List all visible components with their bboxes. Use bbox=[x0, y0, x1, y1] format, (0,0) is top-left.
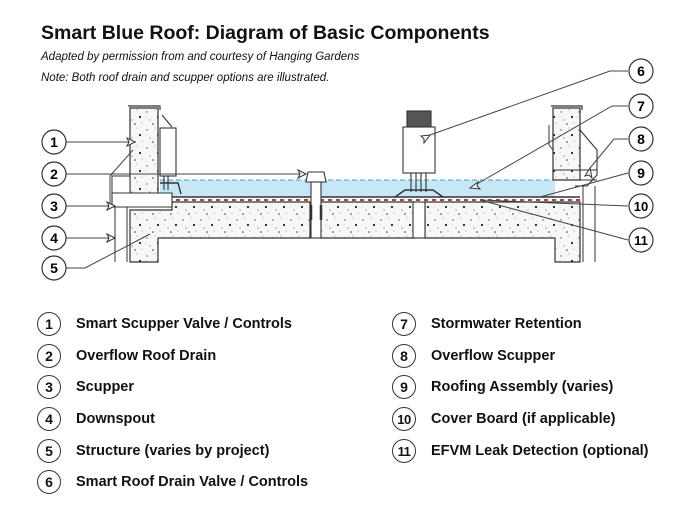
callout-11: 11 bbox=[628, 227, 654, 253]
leader-lines bbox=[66, 70, 629, 269]
svg-text:7: 7 bbox=[637, 98, 645, 114]
page-title: Smart Blue Roof: Diagram of Basic Compon… bbox=[41, 22, 490, 44]
callout-5: 5 bbox=[41, 255, 67, 281]
downspout-right bbox=[582, 186, 596, 262]
legend-label: Overflow Scupper bbox=[431, 348, 556, 364]
legend-badge: 8 bbox=[392, 344, 416, 368]
roof-section-diagram: 1 2 3 4 5 6 7 8 9 10 11 bbox=[41, 58, 654, 281]
callout-10: 10 bbox=[628, 193, 654, 219]
callout-8: 8 bbox=[628, 126, 654, 152]
legend-badge: 6 bbox=[37, 470, 61, 494]
legend-item: 8 Overflow Scupper bbox=[392, 344, 555, 368]
legend-label: Stormwater Retention bbox=[431, 316, 582, 332]
legend-item: 4 Downspout bbox=[37, 407, 155, 431]
legend-label: Structure (varies by project) bbox=[76, 443, 270, 459]
callout-3: 3 bbox=[41, 193, 67, 219]
legend-label: Smart Scupper Valve / Controls bbox=[76, 316, 292, 332]
legend-item: 6 Smart Roof Drain Valve / Controls bbox=[37, 470, 308, 494]
legend-badge: 4 bbox=[37, 407, 61, 431]
legend-item: 5 Structure (varies by project) bbox=[37, 439, 269, 463]
legend-item: 11 EFVM Leak Detection (optional) bbox=[392, 439, 649, 463]
legend-label: Overflow Roof Drain bbox=[76, 348, 217, 364]
arrowheads bbox=[105, 134, 593, 244]
legend-badge: 7 bbox=[392, 312, 416, 336]
legend-item: 1 Smart Scupper Valve / Controls bbox=[37, 312, 292, 336]
svg-text:11: 11 bbox=[634, 233, 648, 248]
callout-9: 9 bbox=[628, 160, 654, 186]
svg-text:4: 4 bbox=[50, 230, 58, 246]
attribution-text: Adapted by permission from and courtesy … bbox=[41, 51, 360, 63]
smart-scupper-valve bbox=[159, 114, 182, 195]
svg-text:3: 3 bbox=[50, 198, 58, 214]
smart-roof-drain-valve bbox=[394, 110, 444, 239]
callout-1: 1 bbox=[41, 129, 67, 155]
legend-label: Smart Roof Drain Valve / Controls bbox=[76, 474, 309, 490]
callout-4: 4 bbox=[41, 225, 67, 251]
callout-6: 6 bbox=[628, 58, 654, 84]
legend-item: 3 Scupper bbox=[37, 375, 134, 399]
svg-text:10: 10 bbox=[634, 199, 648, 214]
legend-label: Scupper bbox=[76, 379, 135, 395]
svg-text:1: 1 bbox=[50, 134, 58, 150]
legend-badge: 3 bbox=[37, 375, 61, 399]
legend-badge: 5 bbox=[37, 439, 61, 463]
legend-item: 7 Stormwater Retention bbox=[392, 312, 582, 336]
legend-badge: 11 bbox=[392, 439, 416, 463]
stormwater-retention bbox=[160, 180, 555, 197]
note-text: Note: Both roof drain and scupper option… bbox=[41, 72, 330, 84]
downspout bbox=[114, 207, 128, 262]
legend-badge: 2 bbox=[37, 344, 61, 368]
legend-label: Downspout bbox=[76, 411, 155, 427]
callout-7: 7 bbox=[628, 93, 654, 119]
legend-item: 9 Roofing Assembly (varies) bbox=[392, 375, 613, 399]
svg-text:6: 6 bbox=[637, 63, 645, 79]
legend-label: Roofing Assembly (varies) bbox=[431, 379, 614, 395]
legend-item: 10 Cover Board (if applicable) bbox=[392, 407, 616, 431]
svg-text:9: 9 bbox=[637, 165, 645, 181]
legend-badge: 10 bbox=[392, 407, 416, 431]
svg-text:8: 8 bbox=[637, 131, 645, 147]
svg-text:5: 5 bbox=[50, 260, 58, 276]
callout-2: 2 bbox=[41, 161, 67, 187]
legend-badge: 9 bbox=[392, 375, 416, 399]
overflow-roof-drain bbox=[305, 171, 327, 239]
svg-text:2: 2 bbox=[50, 166, 58, 182]
legend-label: EFVM Leak Detection (optional) bbox=[431, 443, 649, 459]
legend-label: Cover Board (if applicable) bbox=[431, 411, 616, 427]
legend-badge: 1 bbox=[37, 312, 61, 336]
scupper bbox=[111, 192, 173, 208]
legend-item: 2 Overflow Roof Drain bbox=[37, 344, 216, 368]
